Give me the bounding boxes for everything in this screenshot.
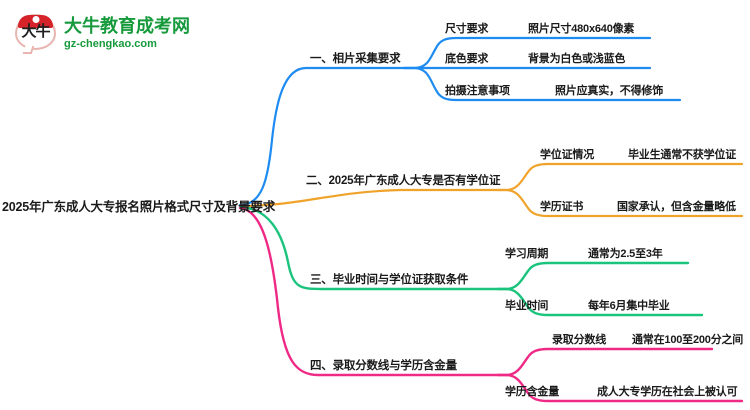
leaf-label-1-2[interactable]: 底色要求 xyxy=(445,53,489,65)
leaf-value-1-2[interactable]: 背景为白色或浅蓝色 xyxy=(528,53,626,65)
link-branch-2-child-1 xyxy=(496,162,744,192)
root-node-label[interactable]: 2025年广东成人大专报名照片格式尺寸及背景要求 xyxy=(2,200,276,214)
leaf-value-4-1[interactable]: 通常在100至200分之间 xyxy=(632,334,744,346)
logo-mark-text: 大牛 xyxy=(21,23,50,40)
logo-mark-icon: 大牛 xyxy=(14,12,58,54)
leaf-value-1-3[interactable]: 照片应真实，不得修饰 xyxy=(555,85,663,97)
cap-dot xyxy=(32,16,39,23)
link-branch-4-child-1 xyxy=(496,347,714,377)
graduation-cap-shape xyxy=(18,15,53,28)
leaf-value-1-1[interactable]: 照片尺寸480x640像素 xyxy=(528,23,635,35)
logo-title: 大牛教育成考网 xyxy=(64,15,190,36)
speech-bubble-tail xyxy=(22,46,35,54)
leaf-value-2-2[interactable]: 国家承认，但含金量略低 xyxy=(617,201,736,213)
link-root-branch-2 xyxy=(238,188,500,208)
site-logo[interactable]: 大牛 大牛教育成考网 gz-chengkao.com xyxy=(14,8,214,58)
link-root-branch-4 xyxy=(238,206,500,377)
leaf-label-3-1[interactable]: 学习周期 xyxy=(505,248,549,260)
leaf-label-3-2[interactable]: 毕业时间 xyxy=(505,300,549,312)
link-branch-3-child-1 xyxy=(496,261,690,291)
leaf-label-4-2[interactable]: 学历含金量 xyxy=(505,386,559,398)
branch-node-1[interactable]: 一、相片采集要求 xyxy=(310,53,401,65)
leaf-label-1-3[interactable]: 拍摄注意事项 xyxy=(445,85,510,97)
leaf-value-3-2[interactable]: 每年6月集中毕业 xyxy=(588,300,670,312)
leaf-value-4-2[interactable]: 成人大专学历在社会上被认可 xyxy=(597,386,738,398)
leaf-label-2-1[interactable]: 学位证情况 xyxy=(540,149,594,161)
leaf-value-2-1[interactable]: 毕业生通常不获学位证 xyxy=(628,149,736,161)
leaf-label-4-1[interactable]: 录取分数线 xyxy=(552,334,606,346)
leaf-label-2-2[interactable]: 学历证书 xyxy=(540,201,584,213)
leaf-label-1-1[interactable]: 尺寸要求 xyxy=(445,23,489,35)
branch-node-2[interactable]: 二、2025年广东成人大专是否有学位证 xyxy=(306,175,501,187)
branch-node-3[interactable]: 三、毕业时间与学位证获取条件 xyxy=(310,274,469,286)
logo-subtitle: gz-chengkao.com xyxy=(64,37,157,50)
logo-text-block: 大牛教育成考网 gz-chengkao.com xyxy=(64,17,190,50)
leaf-value-3-1[interactable]: 通常为2.5至3年 xyxy=(588,248,663,260)
branch-node-4[interactable]: 四、录取分数线与学历含金量 xyxy=(310,360,457,372)
